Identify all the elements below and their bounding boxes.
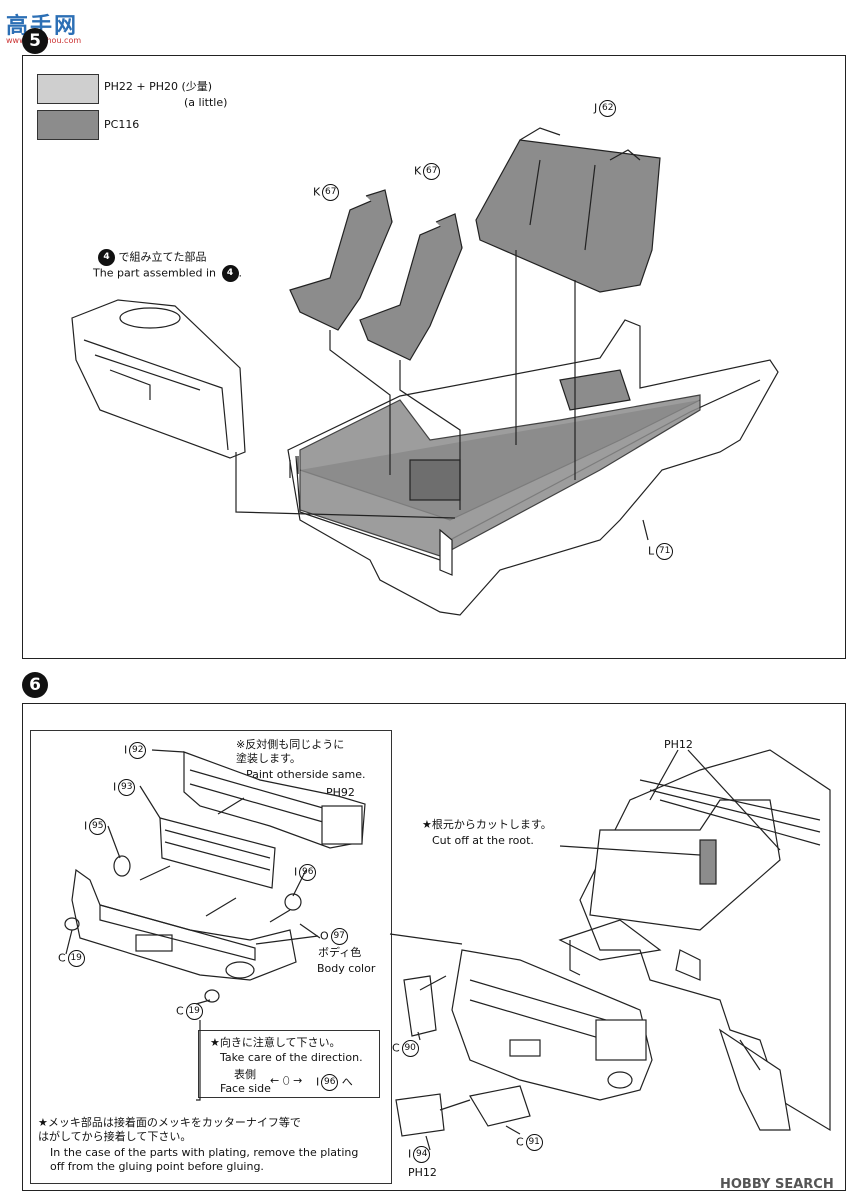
step-5-frame [22,55,846,659]
ph12-bottom-label: PH12 [408,1166,437,1179]
assembled-jp-text: で組み立てた部品 [118,250,207,264]
legend-code-light: PH22 + PH20 (少量) [104,80,213,93]
direction-jp: ★向きに注意して下さい。 [210,1036,341,1049]
step-5-badge: 5 [22,28,48,54]
paint-note-jp: ※反対側も同じように 塗装します。 [236,738,345,765]
assembled-note-en: The part assembled in 4. [93,265,242,282]
assembled-en-text: The part assembled in [93,266,217,280]
legend-code-dark: PC116 [104,118,140,131]
paint-note-en: Paint otherside same. [246,768,366,781]
legend-swatch-light [37,74,99,104]
ph12-top-label: PH12 [664,738,693,751]
step-4-ref-icon: 4 [98,249,115,266]
watermark-text: HOBBY SEARCH [720,1177,834,1192]
body-color-en: Body color [317,962,376,975]
body-label-jp: ボディ [757,1076,790,1089]
body-label-en: Body [755,1092,783,1105]
face-side-en: Face side [220,1082,271,1095]
ph92-label: PH92 [326,786,355,799]
face-side-jp: 表側 [234,1068,256,1081]
plating-note-en: In the case of the parts with plating, r… [50,1146,359,1173]
direction-note-box [198,1030,380,1098]
plating-note-jp: ★メッキ部品は接着面のメッキをカッターナイフ等で はがしてから接着して下さい。 [38,1116,301,1143]
step-6-badge: 6 [22,672,48,698]
cut-note-en: Cut off at the root. [432,834,534,847]
body-color-jp: ボディ色 [318,946,362,959]
face-side-arrow-icon: ← ⬯ → [270,1074,303,1087]
cut-note-jp: ★根元からカットします。 [422,818,552,831]
legend-swatch-dark [37,110,99,140]
legend-note-light: (a little) [184,96,228,109]
step-4-ref-icon-2: 4 [221,265,239,282]
assembled-note-jp: 4 で組み立てた部品 [96,249,207,266]
direction-en: Take care of the direction. [220,1051,363,1064]
